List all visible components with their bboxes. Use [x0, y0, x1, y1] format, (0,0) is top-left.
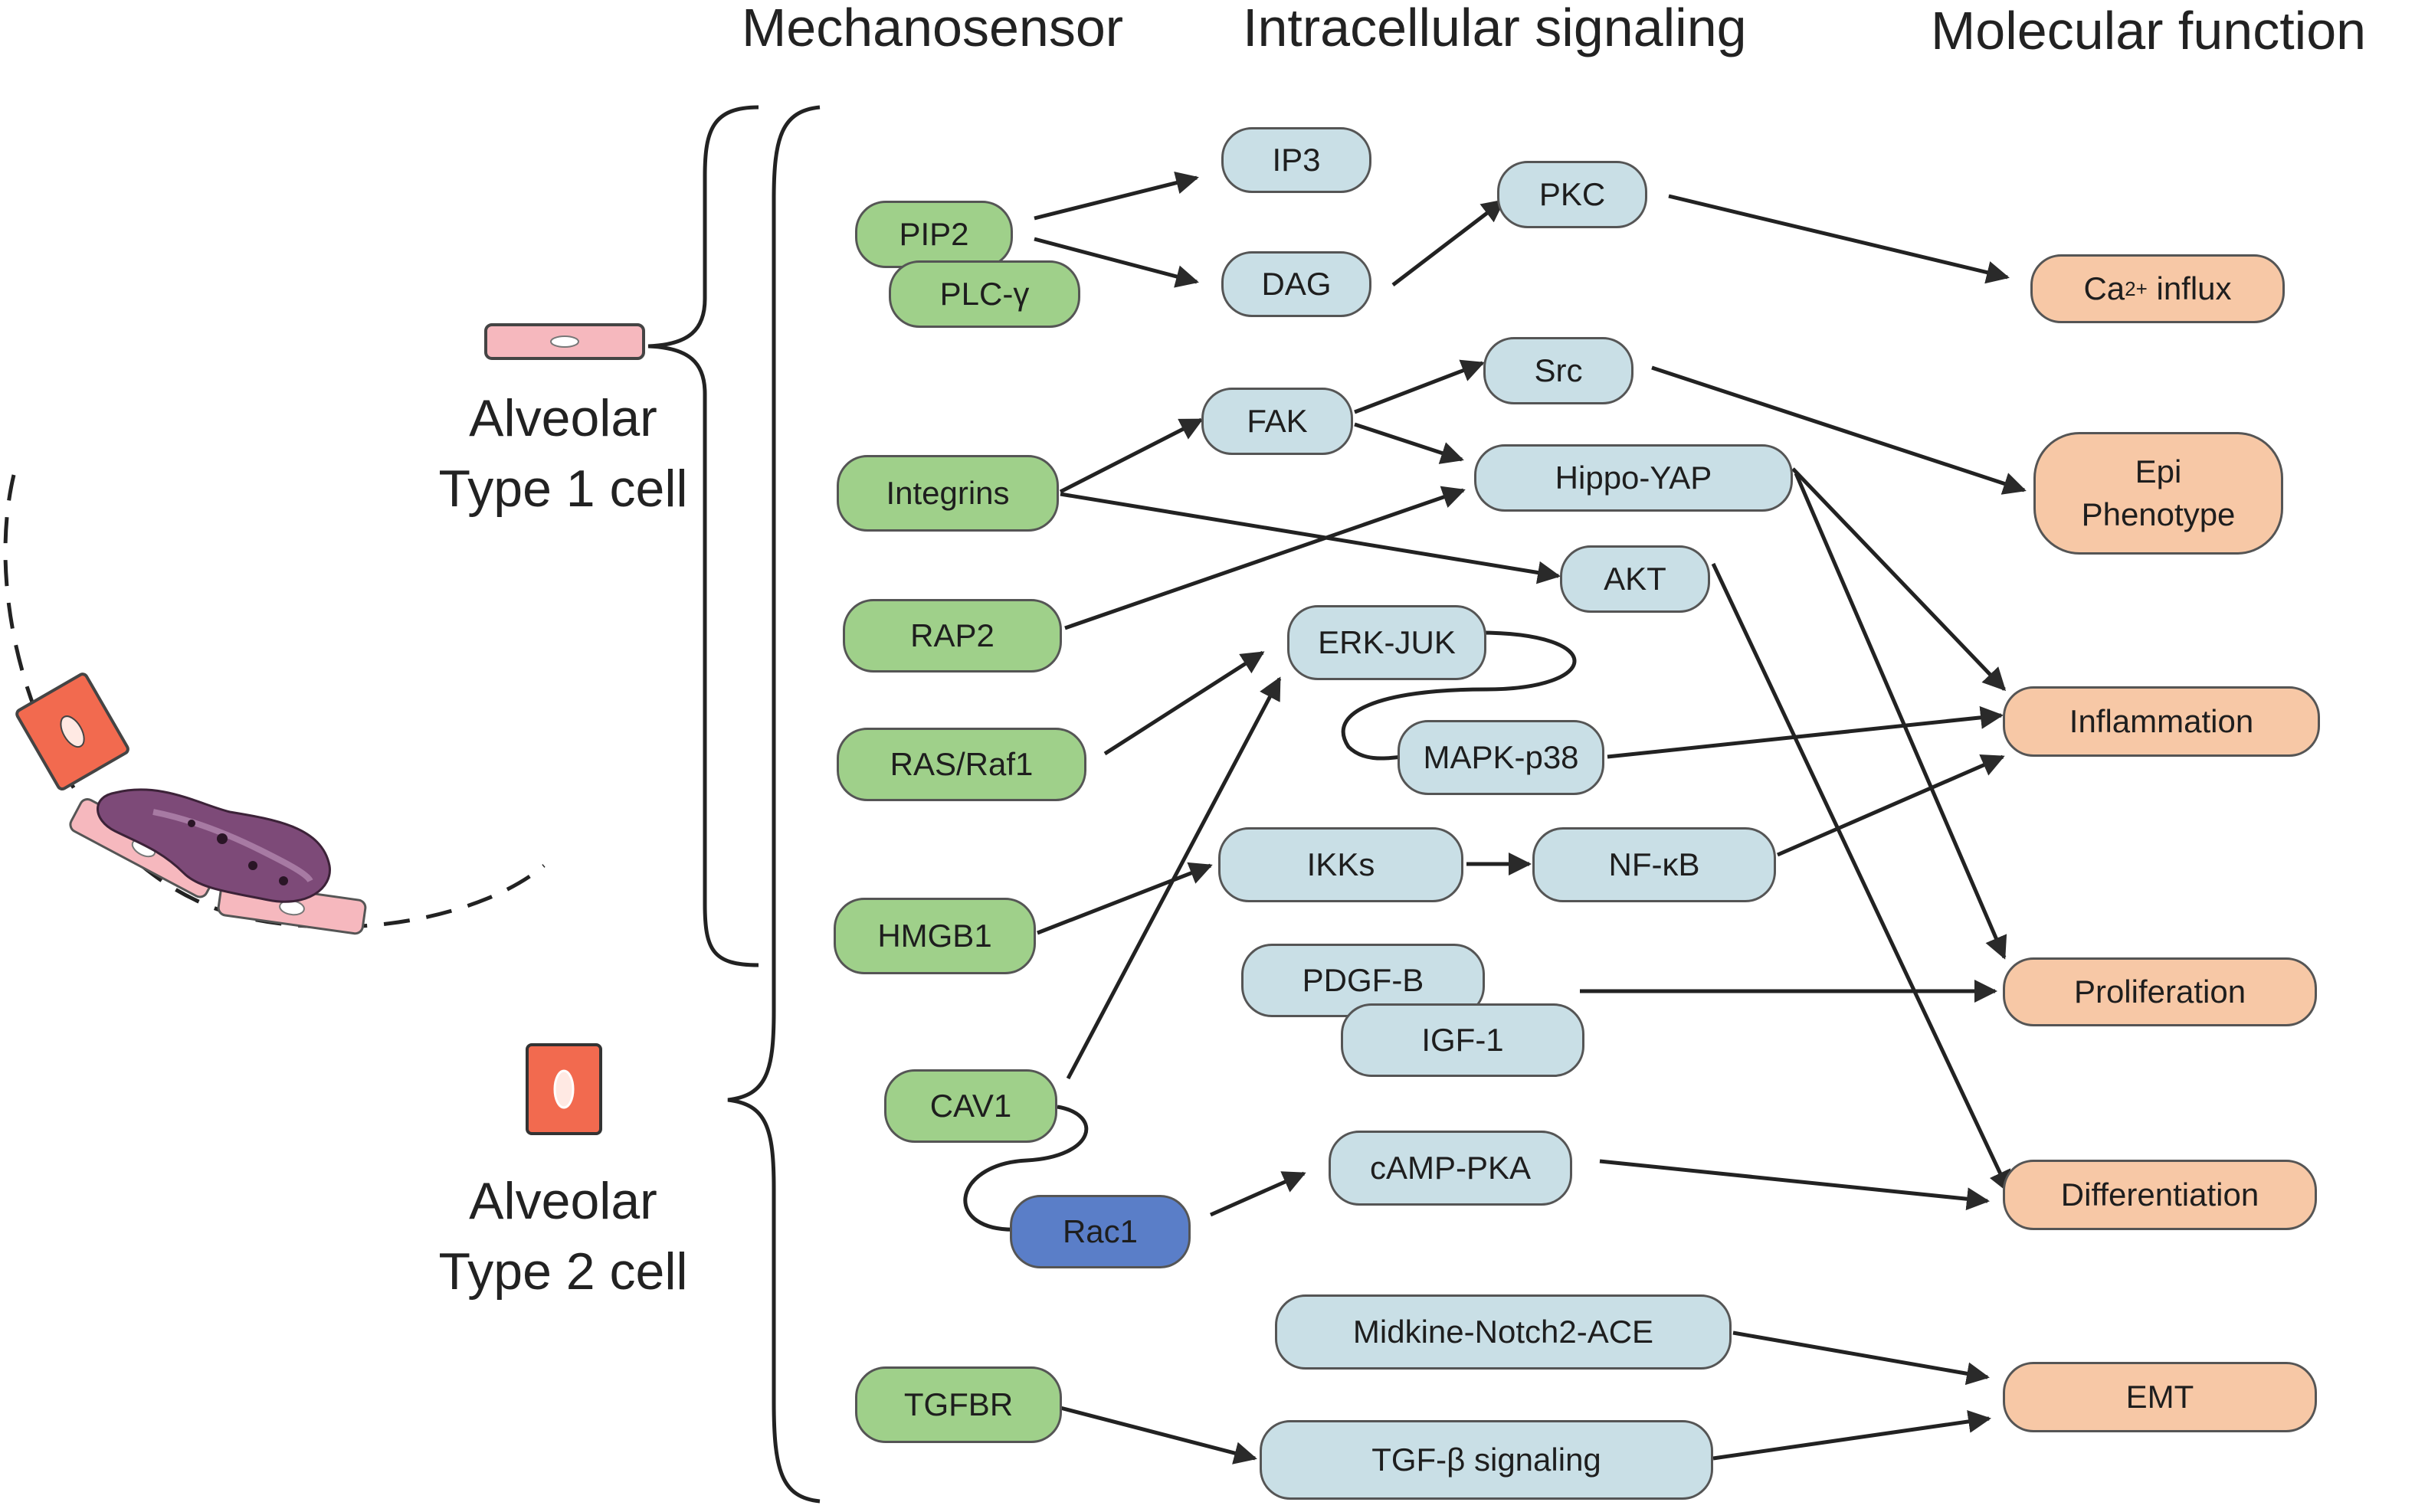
header-mechanosensor: Mechanosensor: [742, 0, 1124, 57]
arrow-akt-differentiation: [1711, 562, 2011, 1194]
signal-akt: AKT: [1560, 545, 1710, 613]
arrow-nfkb-inflammation: [1777, 754, 2005, 857]
arrow-midkine-emt: [1732, 1330, 1990, 1386]
arrow-rasraf-erk: [1103, 650, 1265, 756]
function-proliferation: Proliferation: [2003, 957, 2317, 1026]
header-intracellular-signaling: Intracellular signaling: [1243, 0, 1747, 57]
erk-mapk-link: [1341, 630, 1577, 761]
arrow-integrins-fak: [1059, 417, 1204, 494]
arrow-fak-src: [1354, 359, 1485, 414]
function-epi-line1: Epi: [2135, 453, 2182, 489]
arrow-dag-pkc: [1391, 199, 1506, 286]
arrow-tgfbr-tgfb: [1060, 1406, 1257, 1465]
type1-cell-label-line2: Type 1 cell: [438, 460, 688, 518]
function-emt: EMT: [2003, 1362, 2317, 1432]
type2-cell-label-line1: Alveolar: [469, 1172, 657, 1230]
header-molecular-function: Molecular function: [1931, 1, 2367, 61]
type1-cell-label: Alveolar Type 1 cell: [406, 383, 720, 524]
sensor-hmgb1: HMGB1: [834, 898, 1036, 974]
sensor-ras-raf1: RAS/Raf1: [837, 728, 1086, 801]
sensor-pip2: PIP2: [855, 201, 1013, 268]
signal-fak: FAK: [1201, 388, 1353, 455]
arrow-hmgb1-ikks: [1037, 862, 1213, 935]
signal-src: Src: [1483, 337, 1633, 404]
alveolar-type1-cell-icon: [484, 323, 645, 360]
arrow-pkc-ca: [1668, 194, 2010, 284]
arrow-rac1-camp: [1209, 1171, 1306, 1217]
arrow-tgfb-emt: [1712, 1410, 1991, 1461]
signal-pkc: PKC: [1497, 161, 1647, 228]
arrow-integrins-akt: [1060, 492, 1561, 584]
alveolar-type2-cell-icon: [526, 1043, 602, 1135]
sensor-cav1: CAV1: [884, 1069, 1057, 1143]
sensor-rap2: RAP2: [843, 599, 1062, 673]
signal-ikks: IKKs: [1218, 827, 1463, 902]
sensor-tgfbr: TGFBR: [855, 1366, 1062, 1443]
type2-cell-label-line2: Type 2 cell: [438, 1242, 688, 1301]
arrow-rap2-hippo: [1064, 486, 1466, 630]
arrow-hippo-proliferation: [1794, 473, 2007, 960]
signal-mapk-p38: MAPK-p38: [1398, 720, 1604, 795]
signal-igf-1: IGF-1: [1341, 1003, 1584, 1077]
sensor-integrins: Integrins: [837, 455, 1059, 532]
arrow-pip2-dag: [1034, 237, 1199, 288]
function-ca-prefix: Ca: [2083, 270, 2125, 306]
arrow-camp-differentiation: [1599, 1159, 1990, 1211]
signal-tgf-beta: TGF-β signaling: [1260, 1420, 1713, 1500]
function-differentiation: Differentiation: [2003, 1160, 2317, 1230]
arrow-src-epi: [1651, 365, 2027, 495]
arrow-fak-hippo: [1354, 422, 1464, 464]
arrow-mapk-inflammation: [1607, 705, 2004, 759]
signal-nf-kb: NF-κB: [1532, 827, 1776, 902]
signal-camp-pka: cAMP-PKA: [1329, 1131, 1572, 1206]
signal-erk-juk: ERK-JUK: [1287, 605, 1486, 680]
signal-midkine-notch2-ace: Midkine-Notch2-ACE: [1275, 1294, 1732, 1370]
sensor-rac1: Rac1: [1010, 1195, 1191, 1268]
sensor-plc-gamma: PLC-γ: [889, 260, 1080, 328]
type2-bracket: [727, 105, 821, 1504]
arrow-hippo-inflammation: [1791, 467, 2007, 692]
signal-hippo-yap: Hippo-YAP: [1474, 444, 1793, 512]
cav1-rac1-link: [963, 1105, 1089, 1232]
type1-cell-label-line1: Alveolar: [469, 389, 657, 447]
function-epi-phenotype: Epi Phenotype: [2033, 432, 2283, 555]
arrow-pip2-ip3: [1034, 171, 1199, 221]
arrow-cav1-erk: [1066, 676, 1282, 1080]
function-epi-line2: Phenotype: [2081, 496, 2236, 532]
function-ca-suffix: influx: [2147, 270, 2232, 306]
alveolus-cross-section-icon: [15, 673, 367, 935]
function-inflammation: Inflammation: [2003, 686, 2320, 757]
alveolus-outline: [3, 474, 546, 929]
type2-cell-label: Alveolar Type 2 cell: [406, 1166, 720, 1307]
signal-dag: DAG: [1221, 251, 1371, 317]
signal-ip3: IP3: [1221, 127, 1371, 193]
type1-bracket: [647, 105, 759, 967]
